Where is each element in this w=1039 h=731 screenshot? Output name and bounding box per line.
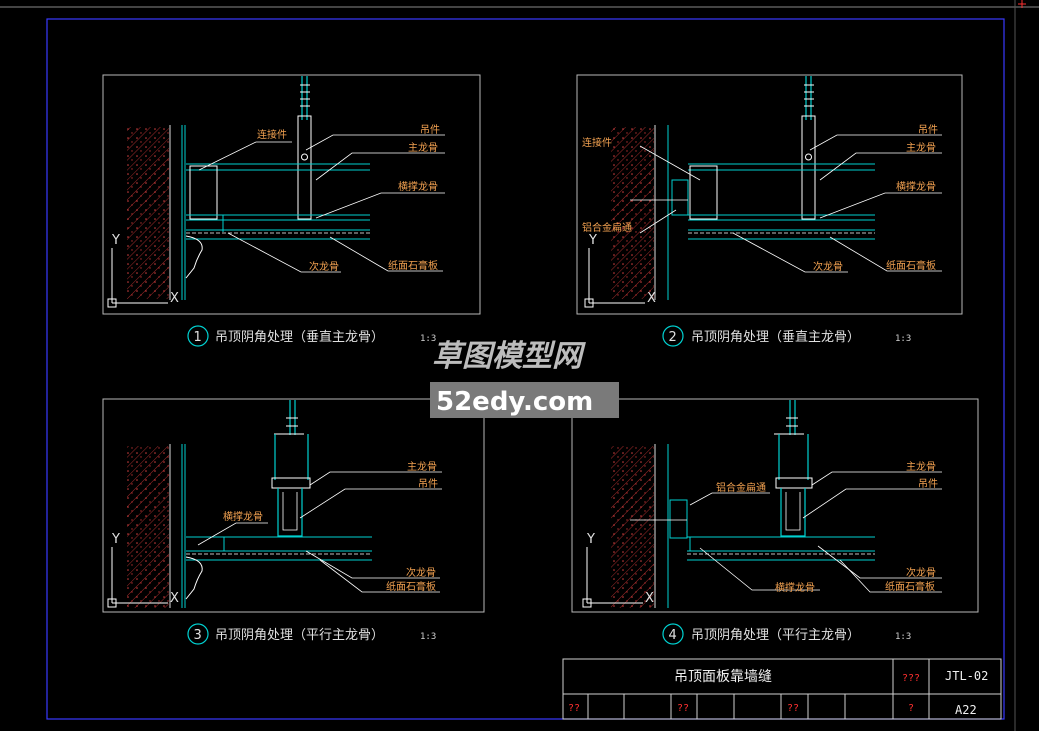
title-block: 吊顶面板靠墙缝 ??? JTL-02 ?? ?? ?? ? A22 xyxy=(562,658,1002,720)
detail-number: 1 xyxy=(194,330,202,345)
hanger xyxy=(297,115,312,220)
label-connector: 连接件 xyxy=(582,136,612,149)
cursor-crosshair-icon xyxy=(1018,0,1026,8)
label-gypsum-board: 纸面石膏板 xyxy=(885,580,935,593)
ucs-x-label: X xyxy=(647,291,656,306)
label-brace-keel: 横撑龙骨 xyxy=(398,180,438,193)
detail-scale: 1:3 xyxy=(420,632,436,642)
detail-title: 吊顶阴角处理（垂直主龙骨） xyxy=(215,330,384,345)
ucs-y-label: Y xyxy=(588,233,597,248)
title-block-sheet: A22 xyxy=(955,703,977,717)
detail-frame xyxy=(102,398,485,613)
wall-speckle xyxy=(611,446,654,608)
title-block-mark-c: ?? xyxy=(787,703,799,714)
ucs-x-label: X xyxy=(170,591,179,606)
ucs-y-label: Y xyxy=(111,233,120,248)
label-brace-keel: 横撑龙骨 xyxy=(775,581,815,594)
title-block-title: 吊顶面板靠墙缝 xyxy=(674,669,772,685)
detail-frame xyxy=(576,74,963,315)
detail-1: 连接件 吊件 主龙骨 横撑龙骨 次龙骨 纸面石膏板 Y X 1 吊顶阴角处理（垂… xyxy=(102,74,481,347)
sheet-border xyxy=(46,18,1005,720)
detail-number-circle xyxy=(187,623,209,645)
aluminum-trim xyxy=(669,499,688,539)
aluminum-trim xyxy=(671,179,689,216)
label-gypsum-board: 纸面石膏板 xyxy=(386,580,436,593)
label-hanger: 吊件 xyxy=(418,478,438,490)
ucs-y-label: Y xyxy=(586,532,595,547)
detail-frame xyxy=(102,74,481,315)
detail-4: 主龙骨 吊件 铝合金扁通 横撑龙骨 次龙骨 纸面石膏板 Y X 4 吊顶阴角处理… xyxy=(571,398,979,645)
title-block-mark-d: ? xyxy=(908,703,914,714)
detail-number: 2 xyxy=(669,330,677,345)
watermark: 草图模型网 52edy.com xyxy=(430,339,619,418)
detail-number-circle xyxy=(662,325,684,347)
main-keel-channel xyxy=(780,488,806,537)
label-hanger: 吊件 xyxy=(918,124,938,136)
title-block-code: JTL-02 xyxy=(945,669,988,683)
detail-frame xyxy=(571,398,979,613)
label-gypsum-board: 纸面石膏板 xyxy=(886,259,936,272)
detail-number: 3 xyxy=(194,628,202,643)
detail-scale: 1:3 xyxy=(895,334,911,344)
wall-speckle xyxy=(127,127,169,299)
label-secondary-keel: 次龙骨 xyxy=(406,566,436,579)
label-brace-keel: 横撑龙骨 xyxy=(223,510,263,523)
main-keel-channel xyxy=(277,488,303,537)
label-main-keel: 主龙骨 xyxy=(906,141,936,154)
connector xyxy=(189,165,218,220)
watermark-url: 52edy.com xyxy=(436,387,593,417)
hanger xyxy=(778,434,809,480)
label-secondary-keel: 次龙骨 xyxy=(906,566,936,579)
title-block-mark-b: ?? xyxy=(677,703,689,714)
label-main-keel: 主龙骨 xyxy=(407,460,437,473)
cornice-molding xyxy=(185,556,203,600)
detail-title: 吊顶阴角处理（平行主龙骨） xyxy=(215,628,384,643)
detail-2: 连接件 吊件 主龙骨 横撑龙骨 铝合金扁通 次龙骨 纸面石膏板 Y X 2 吊顶… xyxy=(576,74,963,347)
detail-number: 4 xyxy=(669,628,677,643)
connector xyxy=(689,165,718,220)
hanger xyxy=(801,115,816,220)
label-main-keel: 主龙骨 xyxy=(906,460,936,473)
label-brace-keel: 横撑龙骨 xyxy=(896,180,936,193)
label-hanger: 吊件 xyxy=(918,478,938,490)
title-block-mark-a: ?? xyxy=(568,703,580,714)
label-aluminum-trim: 铝合金扁通 xyxy=(716,481,766,494)
ucs-y-label: Y xyxy=(111,532,120,547)
detail-title: 吊顶阴角处理（垂直主龙骨） xyxy=(691,330,860,345)
watermark-title: 草图模型网 xyxy=(432,339,586,374)
wall-speckle xyxy=(127,446,169,608)
label-secondary-keel: 次龙骨 xyxy=(309,260,339,273)
label-connector: 连接件 xyxy=(257,128,287,141)
watermark-url-bg xyxy=(430,382,619,418)
detail-number-circle xyxy=(662,623,684,645)
detail-scale: 1:3 xyxy=(895,632,911,642)
ucs-x-label: X xyxy=(645,591,654,606)
detail-title: 吊顶阴角处理（平行主龙骨） xyxy=(691,628,860,643)
label-gypsum-board: 纸面石膏板 xyxy=(388,259,438,272)
ucs-x-label: X xyxy=(170,291,179,306)
detail-scale: 1:3 xyxy=(420,334,436,344)
wall-speckle xyxy=(611,127,654,299)
cornice-molding xyxy=(185,235,203,279)
label-aluminum-trim: 铝合金扁通 xyxy=(582,221,632,234)
detail-number-circle xyxy=(187,325,209,347)
hanger xyxy=(274,434,309,480)
label-hanger: 吊件 xyxy=(420,124,440,136)
detail-3: 主龙骨 吊件 横撑龙骨 次龙骨 纸面石膏板 Y X 3 吊顶阴角处理（平行主龙骨… xyxy=(102,398,485,645)
label-secondary-keel: 次龙骨 xyxy=(813,260,843,273)
title-block-mark-top: ??? xyxy=(902,673,920,684)
label-main-keel: 主龙骨 xyxy=(408,141,438,154)
